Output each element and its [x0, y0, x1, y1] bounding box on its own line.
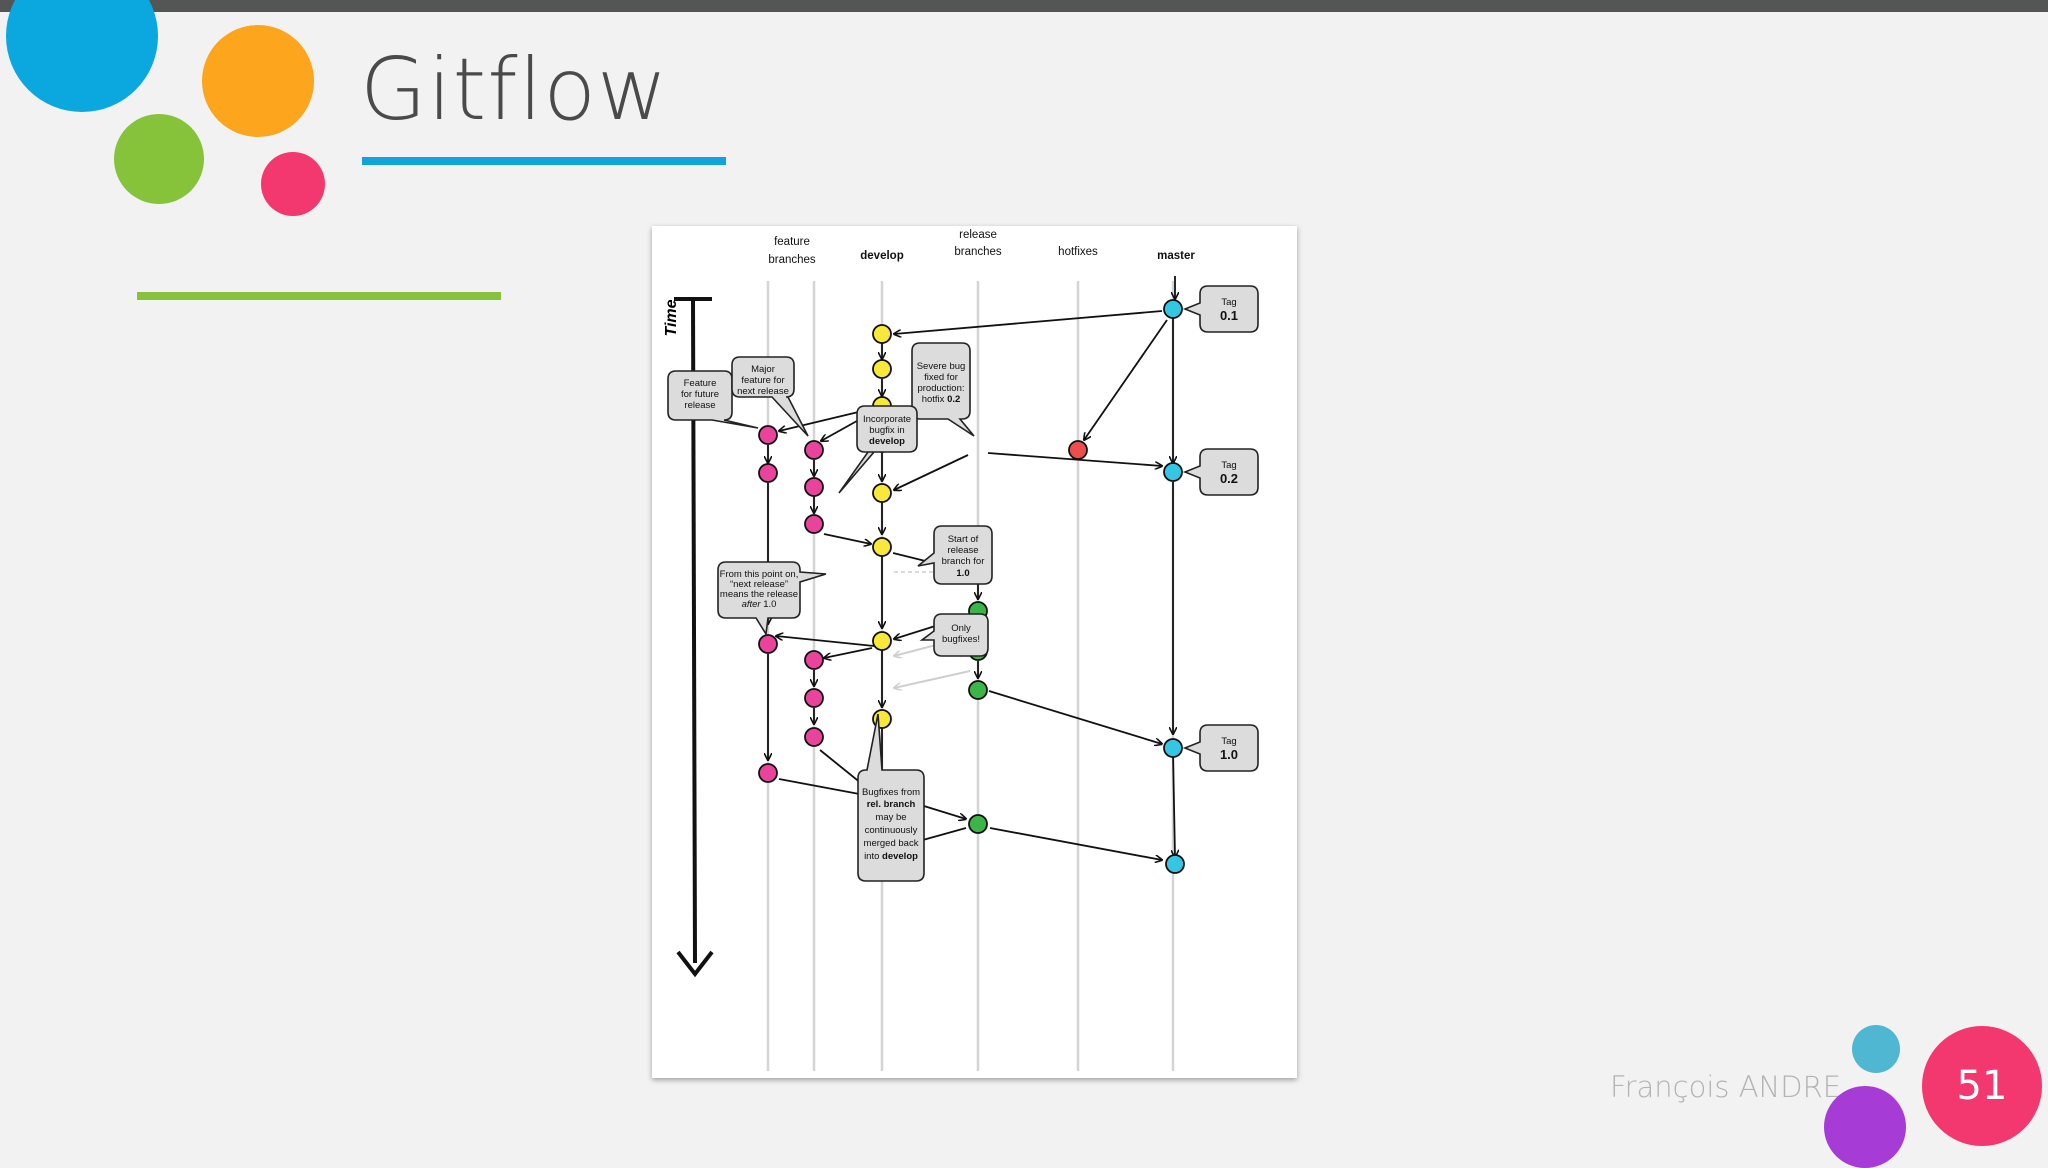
col-develop: develop [860, 250, 903, 262]
feature-node [804, 727, 824, 747]
svg-text:means the release: means the release [720, 589, 798, 600]
top-bar [0, 0, 2048, 12]
col-master: master [1157, 250, 1195, 262]
svg-text:Only: Only [951, 623, 971, 634]
svg-text:develop: develop [869, 436, 905, 447]
feature-node [804, 688, 824, 708]
feature-node [758, 763, 778, 783]
author-name: François ANDRE [1610, 1070, 1842, 1104]
master-node [1163, 462, 1183, 482]
side-accent-line [137, 292, 501, 300]
deco-circle-green [114, 114, 204, 204]
svg-text:branch for: branch for [942, 556, 985, 567]
deco-circle-pink [261, 152, 325, 216]
svg-text:rel. branch: rel. branch [867, 799, 916, 810]
svg-text:continuously: continuously [865, 825, 918, 836]
col-feature-line1: feature [774, 236, 810, 248]
deco-circle-teal [1852, 1025, 1900, 1073]
slide-title: Gitflow [360, 40, 669, 140]
bubble-tag-0-2: Tag 0.2 [1182, 448, 1259, 496]
develop-node [872, 483, 892, 503]
col-feature-line2: branches [768, 254, 816, 266]
svg-text:1.0: 1.0 [956, 568, 969, 579]
svg-text:may be: may be [875, 812, 906, 823]
svg-text:release: release [947, 545, 978, 556]
feature-node [804, 440, 824, 460]
tag-version: 0.2 [1220, 471, 1238, 486]
tag-label: Tag [1221, 736, 1236, 747]
tag-label: Tag [1221, 297, 1236, 308]
col-release-line2: branches [954, 246, 1002, 258]
tag-version: 0.1 [1220, 308, 1238, 323]
feature-node [804, 514, 824, 534]
master-node [1163, 299, 1183, 319]
svg-text:release: release [684, 400, 715, 411]
svg-text:Severe bug: Severe bug [917, 361, 966, 372]
master-node [1165, 854, 1185, 874]
svg-text:production:: production: [917, 383, 964, 394]
tag-version: 1.0 [1220, 747, 1238, 762]
svg-text:feature for: feature for [741, 375, 784, 386]
feature-node [804, 650, 824, 670]
release-node [968, 680, 988, 700]
bubble-severe-bug: Severe bug fixed for production: hotfix … [911, 342, 975, 437]
gitflow-diagram: feature branches develop release branche… [652, 226, 1297, 1078]
svg-text:next release: next release [737, 386, 789, 397]
deco-circle-orange [202, 25, 314, 137]
gitflow-diagram-svg: feature branches develop release branche… [663, 229, 1259, 1071]
svg-text:From this point on,: From this point on, [720, 569, 799, 580]
svg-text:for future: for future [681, 389, 719, 400]
bubble-from-this-point: From this point on, “next release” means… [717, 561, 827, 637]
hotfix-node [1068, 440, 1088, 460]
svg-text:Bugfixes from: Bugfixes from [862, 787, 920, 798]
svg-text:Major: Major [751, 364, 775, 375]
svg-text:hotfix 0.2: hotfix 0.2 [922, 394, 961, 405]
tag-label: Tag [1221, 460, 1236, 471]
release-node [968, 814, 988, 834]
svg-text:bugfix in: bugfix in [869, 425, 904, 436]
svg-text:fixed for: fixed for [924, 372, 958, 383]
develop-node [872, 359, 892, 379]
master-node [1163, 738, 1183, 758]
bubble-tag-1-0: Tag 1.0 [1182, 724, 1259, 772]
feature-node [758, 634, 778, 654]
feature-node [804, 477, 824, 497]
col-release-line1: release [959, 229, 997, 241]
svg-text:Start of: Start of [948, 534, 979, 545]
bubble-incorporate-bugfix: Incorporate bugfix in develop [838, 405, 918, 494]
svg-text:bugfixes!: bugfixes! [942, 634, 980, 645]
feature-node [758, 463, 778, 483]
feature-node [758, 425, 778, 445]
deco-circle-purple [1824, 1086, 1906, 1168]
develop-node [872, 631, 892, 651]
col-hotfixes: hotfixes [1058, 246, 1098, 258]
svg-text:merged back: merged back [864, 838, 919, 849]
time-label: Time [663, 299, 680, 336]
svg-text:after 1.0: after 1.0 [742, 599, 777, 610]
svg-text:Feature: Feature [684, 378, 717, 389]
develop-node [872, 324, 892, 344]
deco-circle-blue [6, 0, 158, 112]
develop-node [872, 537, 892, 557]
page-number: 51 [1922, 1026, 2042, 1146]
bubble-tag-0-1: Tag 0.1 [1182, 285, 1259, 333]
bubble-major-feature: Major feature for next release [731, 356, 809, 437]
svg-text:into develop: into develop [864, 851, 918, 862]
title-underline [362, 157, 726, 165]
bubble-bugfixes-rel-branch: Bugfixes from rel. branch may be continu… [857, 713, 925, 882]
bubble-only-bugfixes: Only bugfixes! [919, 613, 989, 657]
svg-text:Incorporate: Incorporate [863, 414, 911, 425]
svg-text:“next release”: “next release” [730, 579, 788, 590]
bubble-start-release: Start of release branch for 1.0 [917, 525, 993, 585]
